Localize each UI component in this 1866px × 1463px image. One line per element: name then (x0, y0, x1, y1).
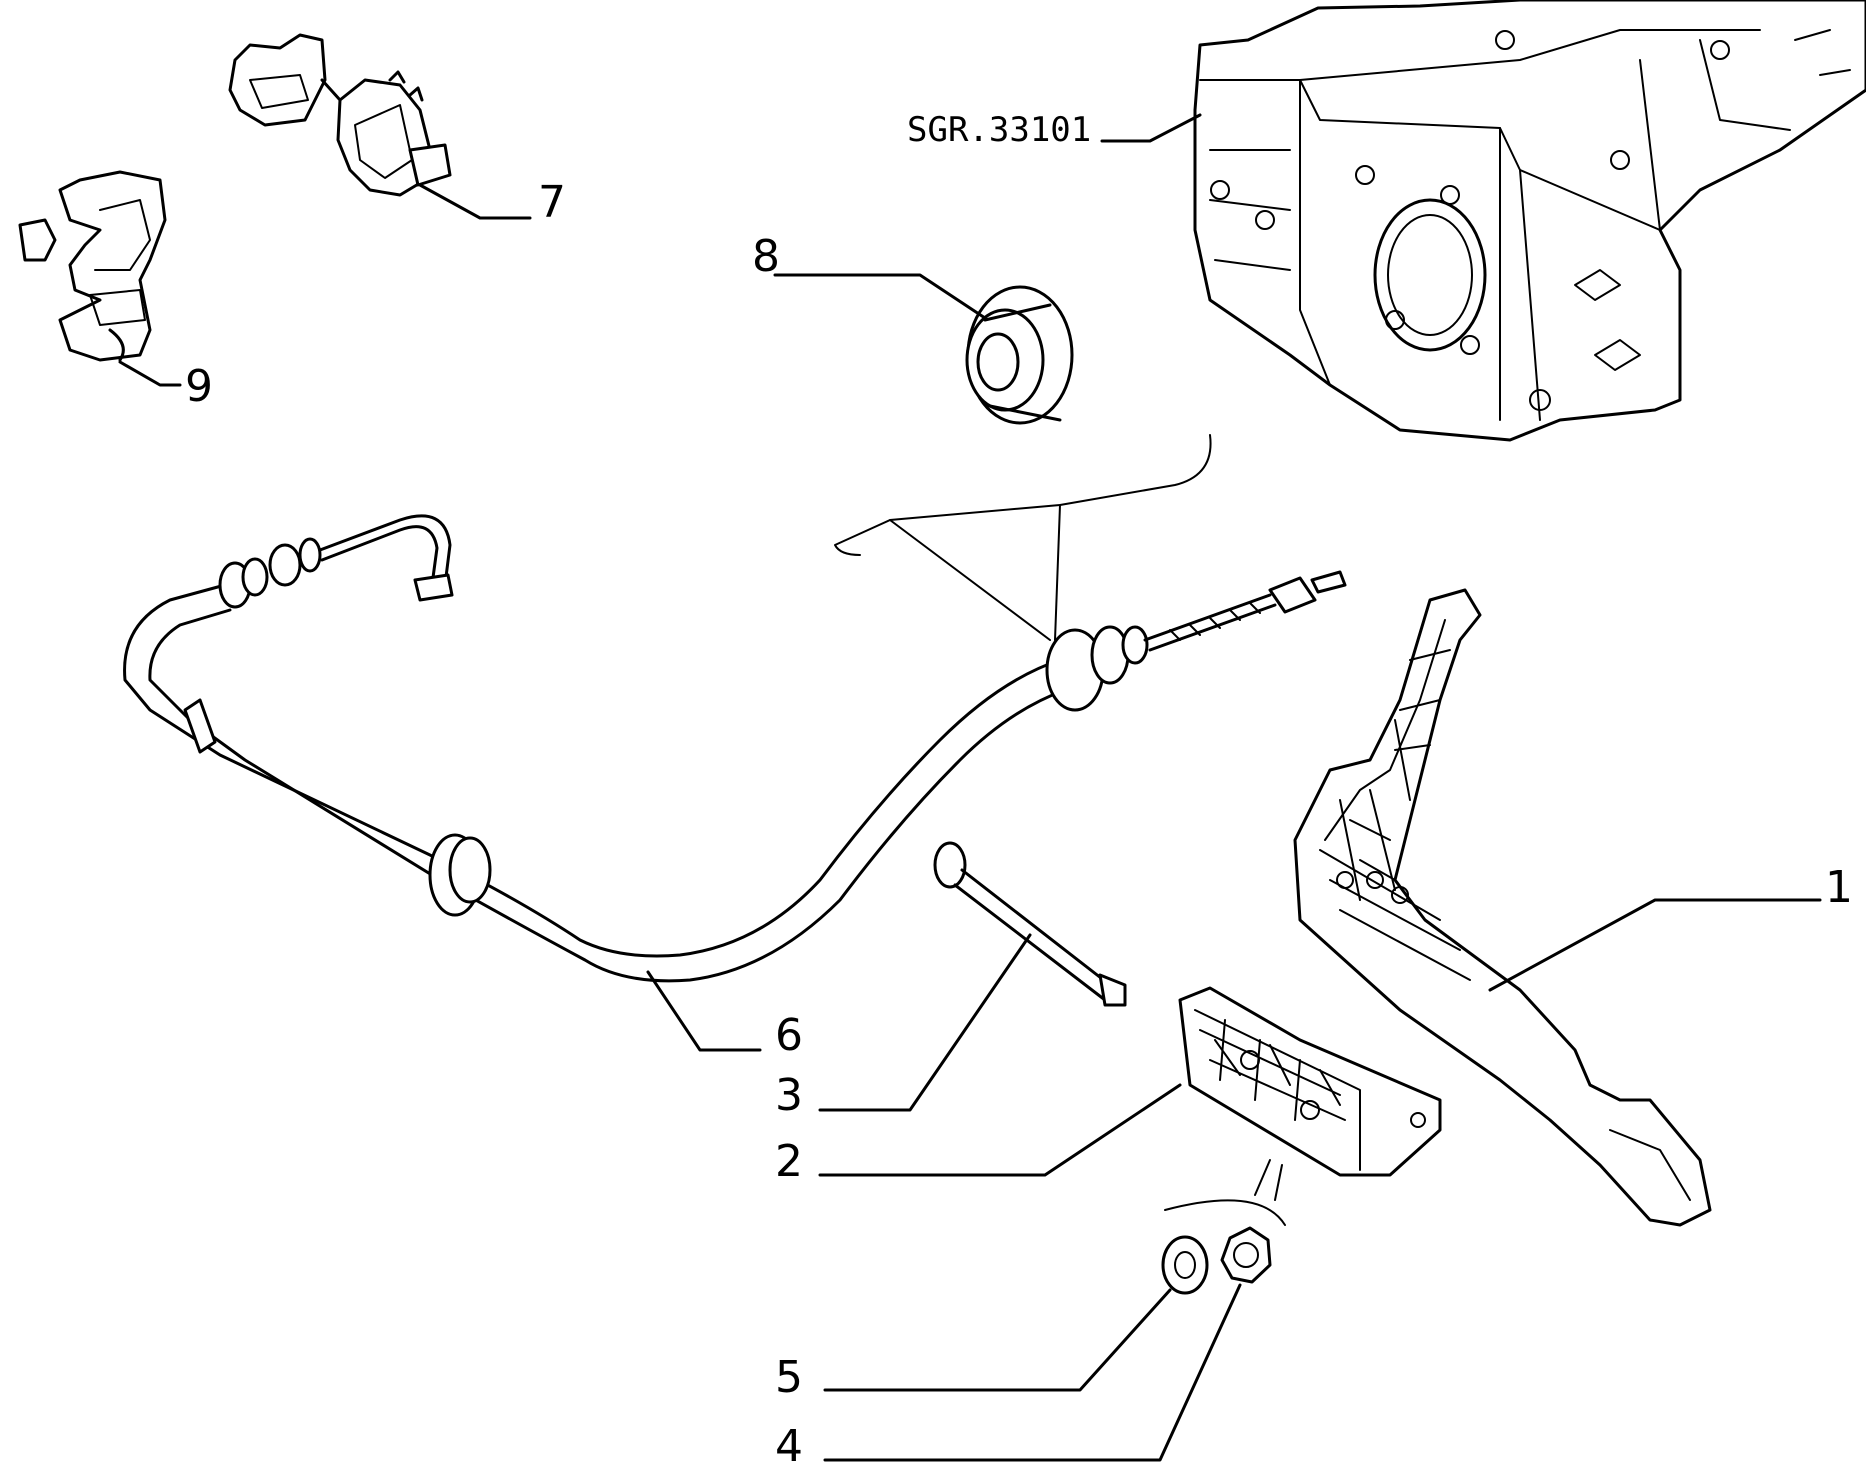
throttle-cable (123, 514, 1347, 983)
nut (1220, 1226, 1272, 1284)
leader-5 (823, 1288, 1172, 1392)
label-6: 6 (775, 1010, 803, 1061)
accelerator-pedal-arm (1293, 588, 1712, 1227)
cable-clip-double (228, 33, 452, 197)
reference-code: SGR.33101 (907, 110, 1091, 150)
pedal-pad (1178, 986, 1442, 1177)
pivot-pin (933, 841, 1127, 1007)
label-9: 9 (185, 361, 213, 412)
label-4: 4 (775, 1421, 803, 1463)
routing-bracket (834, 434, 1212, 556)
leader-1 (1488, 898, 1822, 992)
label-8: 8 (752, 231, 780, 282)
reference-leader (1100, 113, 1202, 143)
washer (1161, 1235, 1209, 1295)
pedal-bracket-assembly (1193, 0, 1866, 442)
fastener-bracket (1164, 1159, 1286, 1226)
grommet (965, 285, 1074, 425)
label-7: 7 (538, 177, 566, 228)
leader-6 (646, 970, 762, 1052)
cable-clip-single (18, 170, 167, 362)
label-1: 1 (1825, 862, 1853, 913)
leader-3 (818, 933, 1032, 1112)
leader-4 (823, 1283, 1242, 1462)
label-2: 2 (775, 1136, 803, 1187)
leader-7 (418, 183, 532, 220)
leader-9 (118, 360, 182, 387)
leader-2 (818, 1083, 1182, 1177)
label-3: 3 (775, 1070, 803, 1121)
label-5: 5 (775, 1352, 803, 1403)
routing-arrow (889, 504, 1061, 641)
leader-8 (773, 273, 987, 320)
